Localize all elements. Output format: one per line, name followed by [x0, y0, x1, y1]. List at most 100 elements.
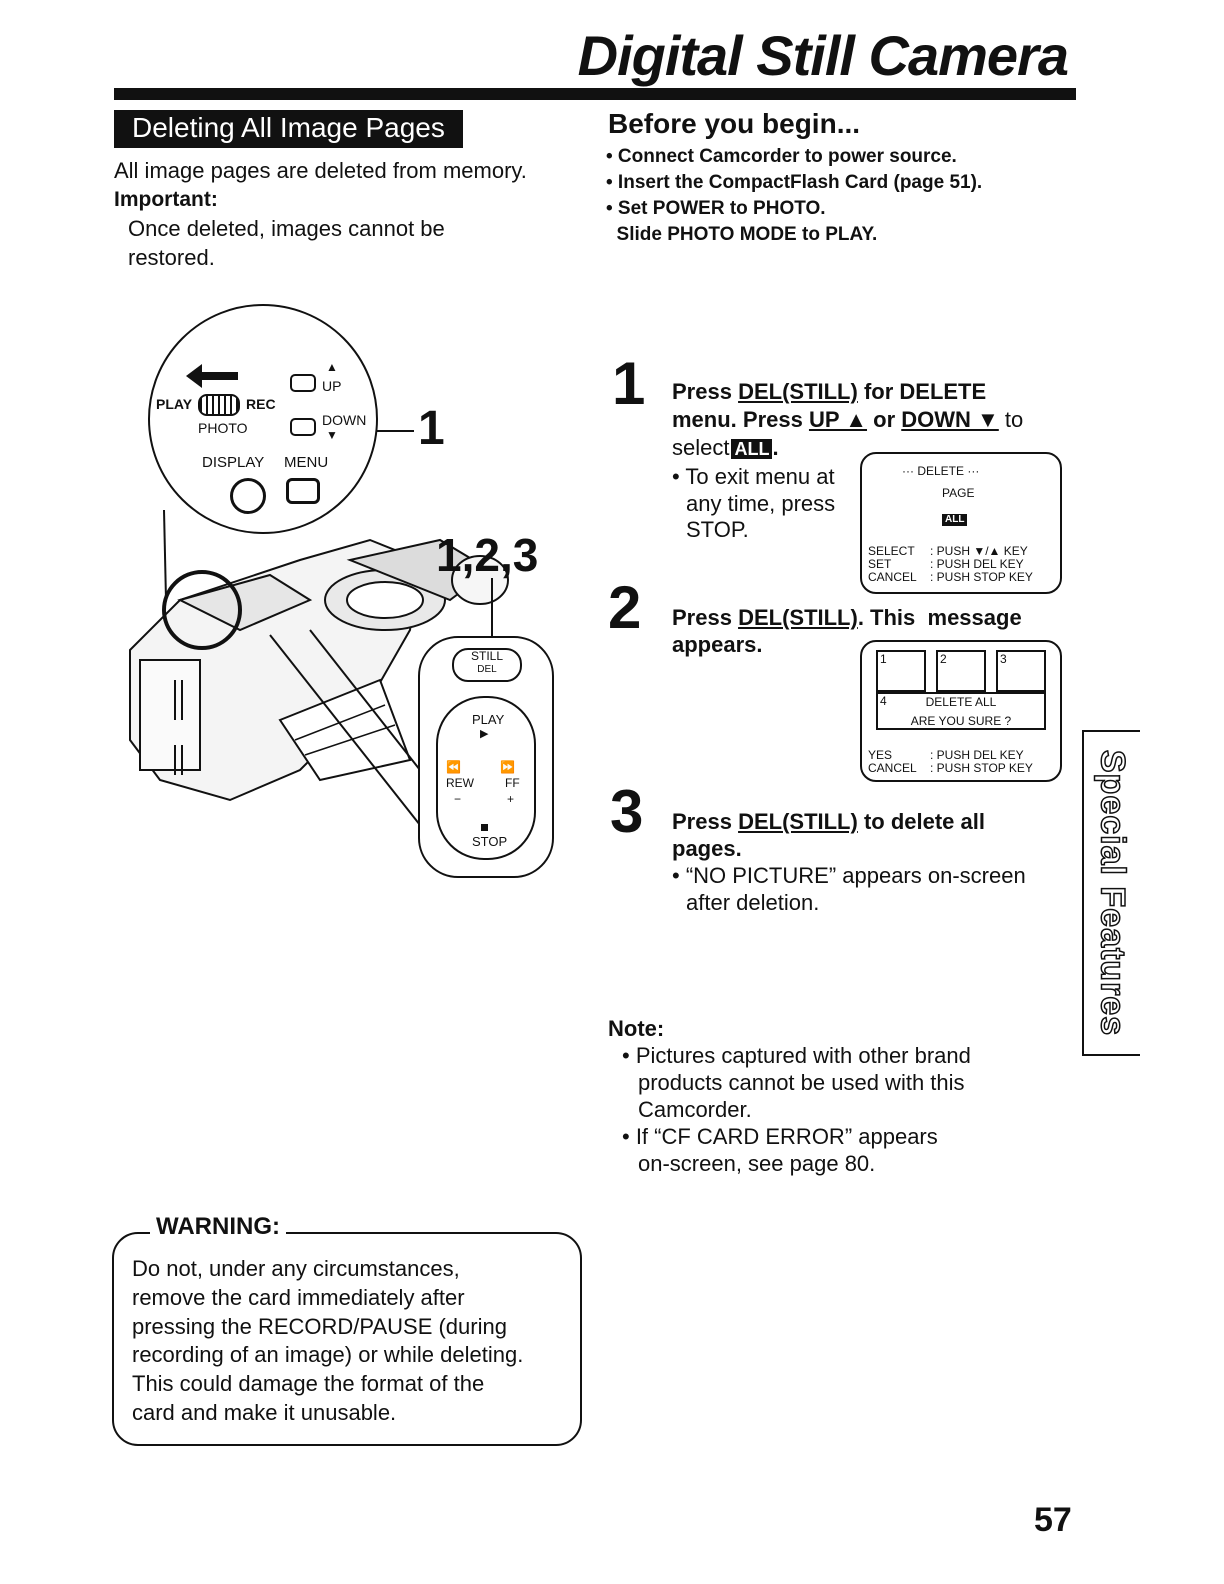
screen-2-row-cancel: CANCEL: PUSH STOP KEY — [868, 761, 1033, 775]
arrow-left-icon — [196, 372, 238, 380]
warning-label: WARNING: — [150, 1212, 286, 1242]
step-number-3: 3 — [610, 778, 644, 845]
screen-1-page: PAGE — [942, 486, 975, 500]
screen-1-row-cancel: CANCEL: PUSH STOP KEY — [868, 570, 1033, 584]
callout-line — [491, 578, 493, 636]
delete-confirm-screen: 1 2 3 4 DELETE ALL ARE YOU SURE ? YES: P… — [860, 640, 1062, 782]
note-line: • If “CF CARD ERROR” appears — [622, 1124, 938, 1149]
play-icon: ▶ — [480, 728, 489, 740]
transport-keys-ring — [436, 696, 536, 860]
callout-number-1: 1 — [418, 402, 445, 455]
screen-1-row-select: SELECT: PUSH ▼/▲ KEY — [868, 544, 1028, 558]
step-3-line-2: pages. — [672, 836, 742, 861]
still-del-button: STILL DEL — [452, 648, 522, 682]
rewind-icon: ⏪ — [446, 760, 461, 774]
step-3-bullet-line-2: after deletion. — [686, 890, 820, 915]
del-still-key: DEL(STILL) — [738, 605, 858, 630]
stop-icon — [481, 824, 488, 831]
display-button-icon — [230, 478, 266, 514]
important-text-line-1: Once deleted, images cannot be — [128, 216, 445, 241]
step-3-line-1: Press DEL(STILL) to delete all — [672, 809, 985, 834]
confirm-line-2: ARE YOU SURE ? — [910, 714, 1012, 728]
step-1-line-2: menu. Press UP ▲ or DOWN ▼ to — [672, 407, 1024, 432]
thumbnail: 3 — [996, 650, 1046, 692]
confirm-line-1: DELETE ALL — [925, 695, 997, 709]
step-number-2: 2 — [608, 574, 642, 641]
before-item: Slide PHOTO MODE to PLAY. — [606, 224, 878, 245]
header-rule — [114, 88, 1076, 100]
zoom-label-display: DISPLAY — [202, 454, 265, 471]
side-tab: Special Features — [1082, 730, 1140, 1056]
delete-menu-screen: ··· DELETE ··· PAGE ALL SELECT: PUSH ▼/▲… — [860, 452, 1062, 594]
step-1-bullet-line-1: • To exit menu at — [672, 464, 835, 489]
note-line: • Pictures captured with other brand — [622, 1043, 971, 1068]
step-1-line-1: Press DEL(STILL) for DELETE — [672, 379, 987, 404]
del-label: DEL — [477, 664, 497, 675]
camcorder-illustration — [129, 509, 509, 826]
play-label: PLAY — [472, 712, 505, 727]
warning-box — [112, 1232, 582, 1446]
important-label: Important: — [114, 188, 218, 211]
step-2-line-1: Press DEL(STILL). This message — [672, 605, 1022, 630]
minus-label: − — [454, 792, 462, 806]
before-heading: Before you begin... — [608, 108, 861, 139]
zoom-label-play: PLAY — [156, 396, 193, 412]
ff-label: FF — [505, 776, 520, 790]
page-number: 57 — [1034, 1501, 1072, 1539]
confirm-dialog: 4 DELETE ALL ARE YOU SURE ? — [876, 692, 1046, 730]
fast-forward-icon: ⏩ — [500, 760, 515, 774]
screen-1-title: ··· DELETE ··· — [902, 464, 980, 478]
page-title: Digital Still Camera — [577, 24, 1069, 87]
screen-1-all-badge: ALL — [942, 514, 968, 526]
step-3-bullet-line-1: • “NO PICTURE” appears on-screen — [672, 863, 1026, 888]
del-still-key: DEL(STILL) — [738, 379, 858, 404]
before-item: • Connect Camcorder to power source. — [606, 146, 957, 167]
important-text-line-2: restored. — [128, 245, 215, 270]
remote-control-panel — [418, 636, 554, 878]
side-tab-label: Special Features — [1093, 749, 1133, 1037]
plus-label: + — [507, 792, 515, 806]
thumbnail: 1 — [876, 650, 926, 692]
zoom-label-photo: PHOTO — [198, 420, 248, 436]
warning-line: This could damage the format of the — [132, 1371, 485, 1396]
zoom-label-menu: MENU — [284, 454, 329, 471]
up-arrow-icon: ▲ — [326, 360, 338, 374]
all-badge: ALL — [731, 439, 773, 459]
before-item: • Insert the CompactFlash Card (page 51)… — [606, 172, 983, 193]
section-heading: Deleting All Image Pages — [114, 110, 463, 148]
warning-line: recording of an image) or while deleting… — [132, 1342, 524, 1367]
screen-2-row-yes: YES: PUSH DEL KEY — [868, 748, 1024, 762]
warning-line: pressing the RECORD/PAUSE (during — [132, 1314, 507, 1339]
zoom-label-rec: REC — [246, 396, 276, 412]
mode-switch-icon — [198, 394, 240, 416]
note-line: Camcorder. — [638, 1097, 752, 1122]
warning-line: Do not, under any circumstances, — [132, 1256, 460, 1281]
stop-label: STOP — [472, 834, 508, 849]
callout-number-123: 1,2,3 — [436, 529, 539, 581]
step-1-bullet-line-2: any time, press — [686, 491, 836, 516]
zoom-label-up: UP — [322, 378, 342, 394]
note-label: Note: — [608, 1016, 665, 1041]
screen-1-row-set: SET: PUSH DEL KEY — [868, 557, 1024, 571]
intro-text: All image pages are deleted from memory. — [114, 158, 527, 183]
warning-line: card and make it unusable. — [132, 1400, 397, 1425]
note-line: on-screen, see page 80. — [638, 1151, 876, 1176]
up-button-icon — [290, 374, 316, 392]
step-1-bullet-line-3: STOP. — [686, 517, 749, 542]
before-item: • Set POWER to PHOTO. — [606, 198, 826, 219]
down-key: DOWN ▼ — [901, 407, 999, 432]
arrow-left-head-icon — [186, 364, 202, 388]
step-number-1: 1 — [612, 350, 646, 417]
del-still-key: DEL(STILL) — [738, 809, 858, 834]
down-arrow-icon: ▼ — [326, 428, 338, 442]
warning-line: remove the card immediately after — [132, 1285, 465, 1310]
callout-line — [376, 430, 414, 432]
thumbnail: 2 — [936, 650, 986, 692]
still-label: STILL — [470, 649, 503, 663]
menu-button-icon — [286, 478, 320, 504]
rew-label: REW — [446, 776, 474, 790]
note-line: products cannot be used with this — [638, 1070, 965, 1095]
zoom-label-down: DOWN — [322, 412, 367, 428]
step-2-line-2: appears. — [672, 632, 763, 657]
